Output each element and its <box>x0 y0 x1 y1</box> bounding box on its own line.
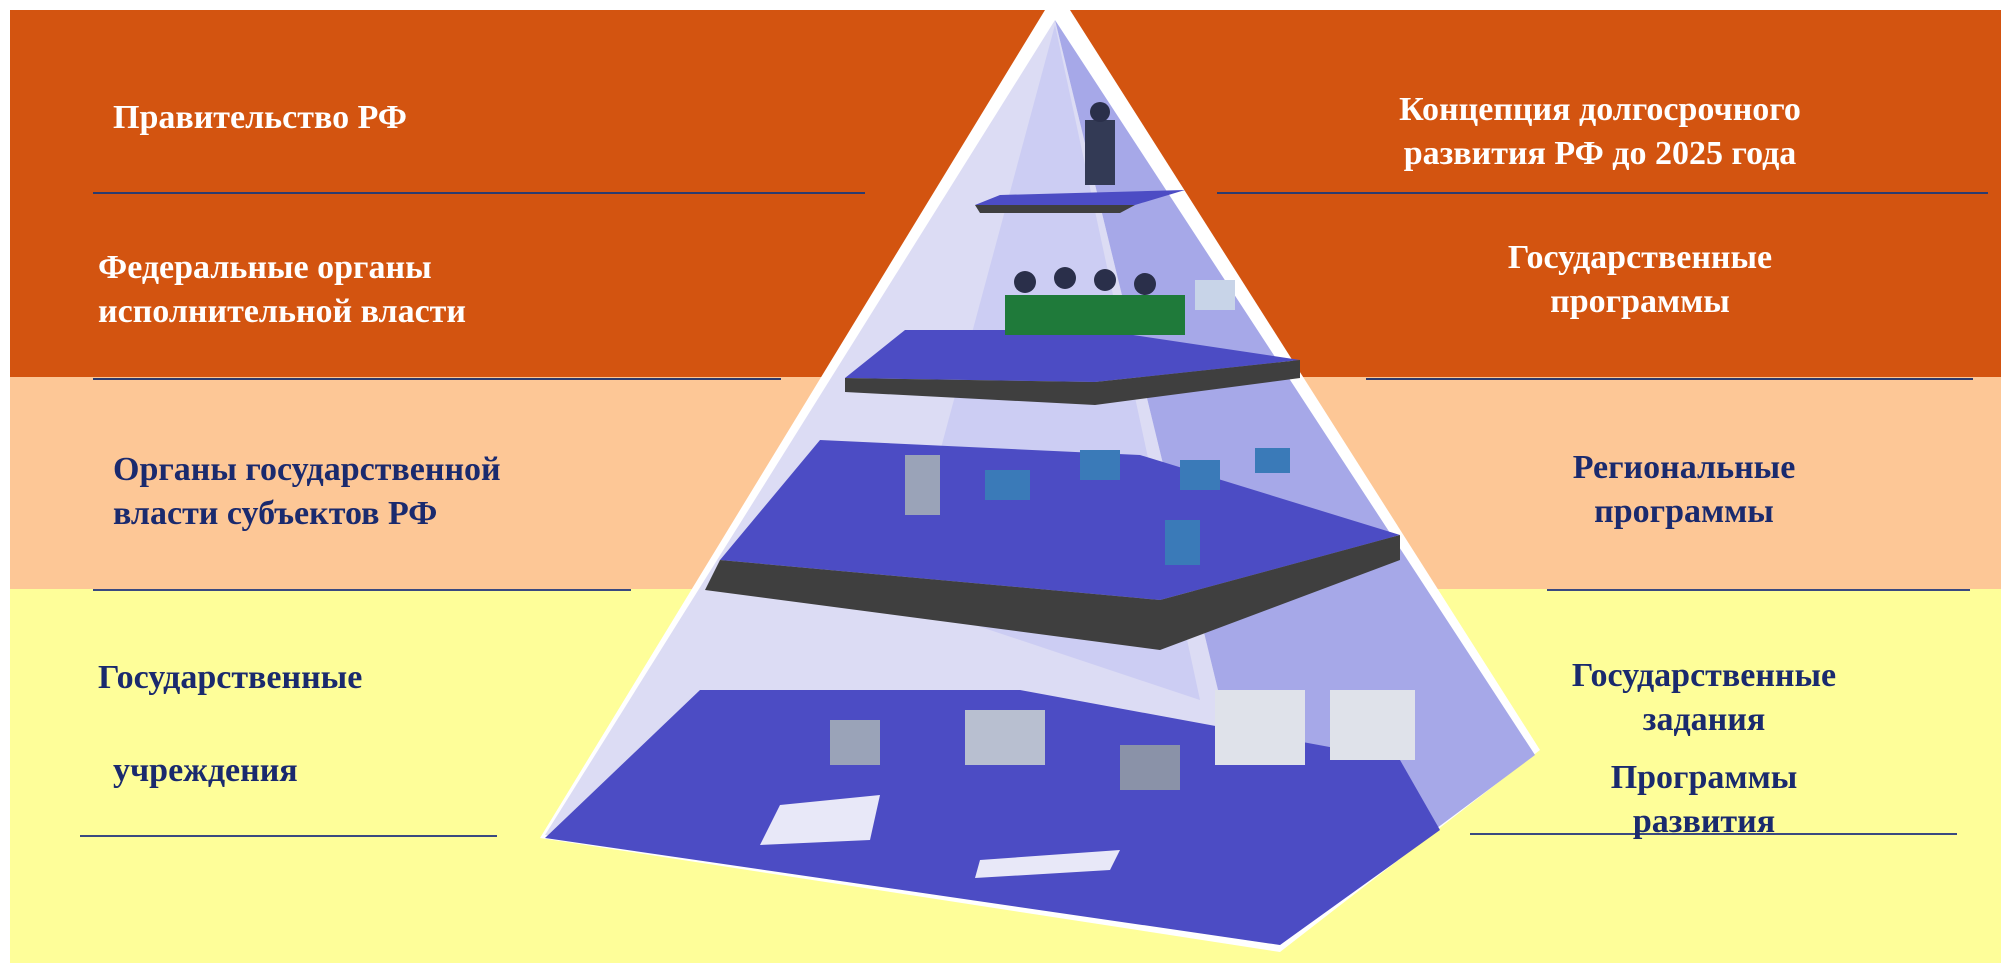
factory-floor-icon <box>830 690 1415 790</box>
left-divider-4 <box>80 835 497 837</box>
right-label-regional-programs-line1: Региональные <box>1572 449 1796 486</box>
left-label-federal-line1: Федеральные органы <box>98 249 432 286</box>
right-divider-4 <box>1470 833 1957 835</box>
right-label-dev-programs-line2: развития <box>1632 803 1776 840</box>
office-workstations-icon <box>905 448 1290 565</box>
right-label-dev-programs-line1: Программы <box>1610 759 1798 796</box>
right-label-state-programs-line1: Государственные <box>1507 239 1773 276</box>
right-label-state-tasks-line1: Государственные <box>1571 657 1837 694</box>
floor-1 <box>975 190 1185 213</box>
left-divider-1 <box>93 192 865 194</box>
single-operator-icon <box>1085 102 1115 185</box>
left-label-regional-line2: власти субъектов РФ <box>113 495 438 532</box>
right-label-regional-programs-line2: программы <box>1594 493 1774 530</box>
meeting-table-icon <box>1005 267 1235 335</box>
left-label-institutions-line1: Государственные <box>98 659 363 696</box>
left-label-institutions-line2: учреждения <box>113 752 298 789</box>
right-divider-2 <box>1366 378 1973 380</box>
left-label-regional-line1: Органы государственной <box>113 451 501 488</box>
right-divider-3 <box>1547 589 1970 591</box>
right-divider-1 <box>1217 192 1988 194</box>
right-label-concept-line2: развития РФ до 2025 года <box>1403 135 1797 172</box>
left-label-federal-line2: исполнительной власти <box>98 293 466 330</box>
left-divider-3 <box>93 589 631 591</box>
floor-3 <box>705 440 1400 650</box>
left-label-government: Правительство РФ <box>113 99 407 136</box>
right-label-state-tasks-line2: задания <box>1642 701 1766 738</box>
right-label-concept-line1: Концепция долгосрочного <box>1399 91 1801 128</box>
right-label-state-programs-line2: программы <box>1550 283 1730 320</box>
floor-2 <box>845 330 1300 405</box>
left-divider-2 <box>93 378 781 380</box>
